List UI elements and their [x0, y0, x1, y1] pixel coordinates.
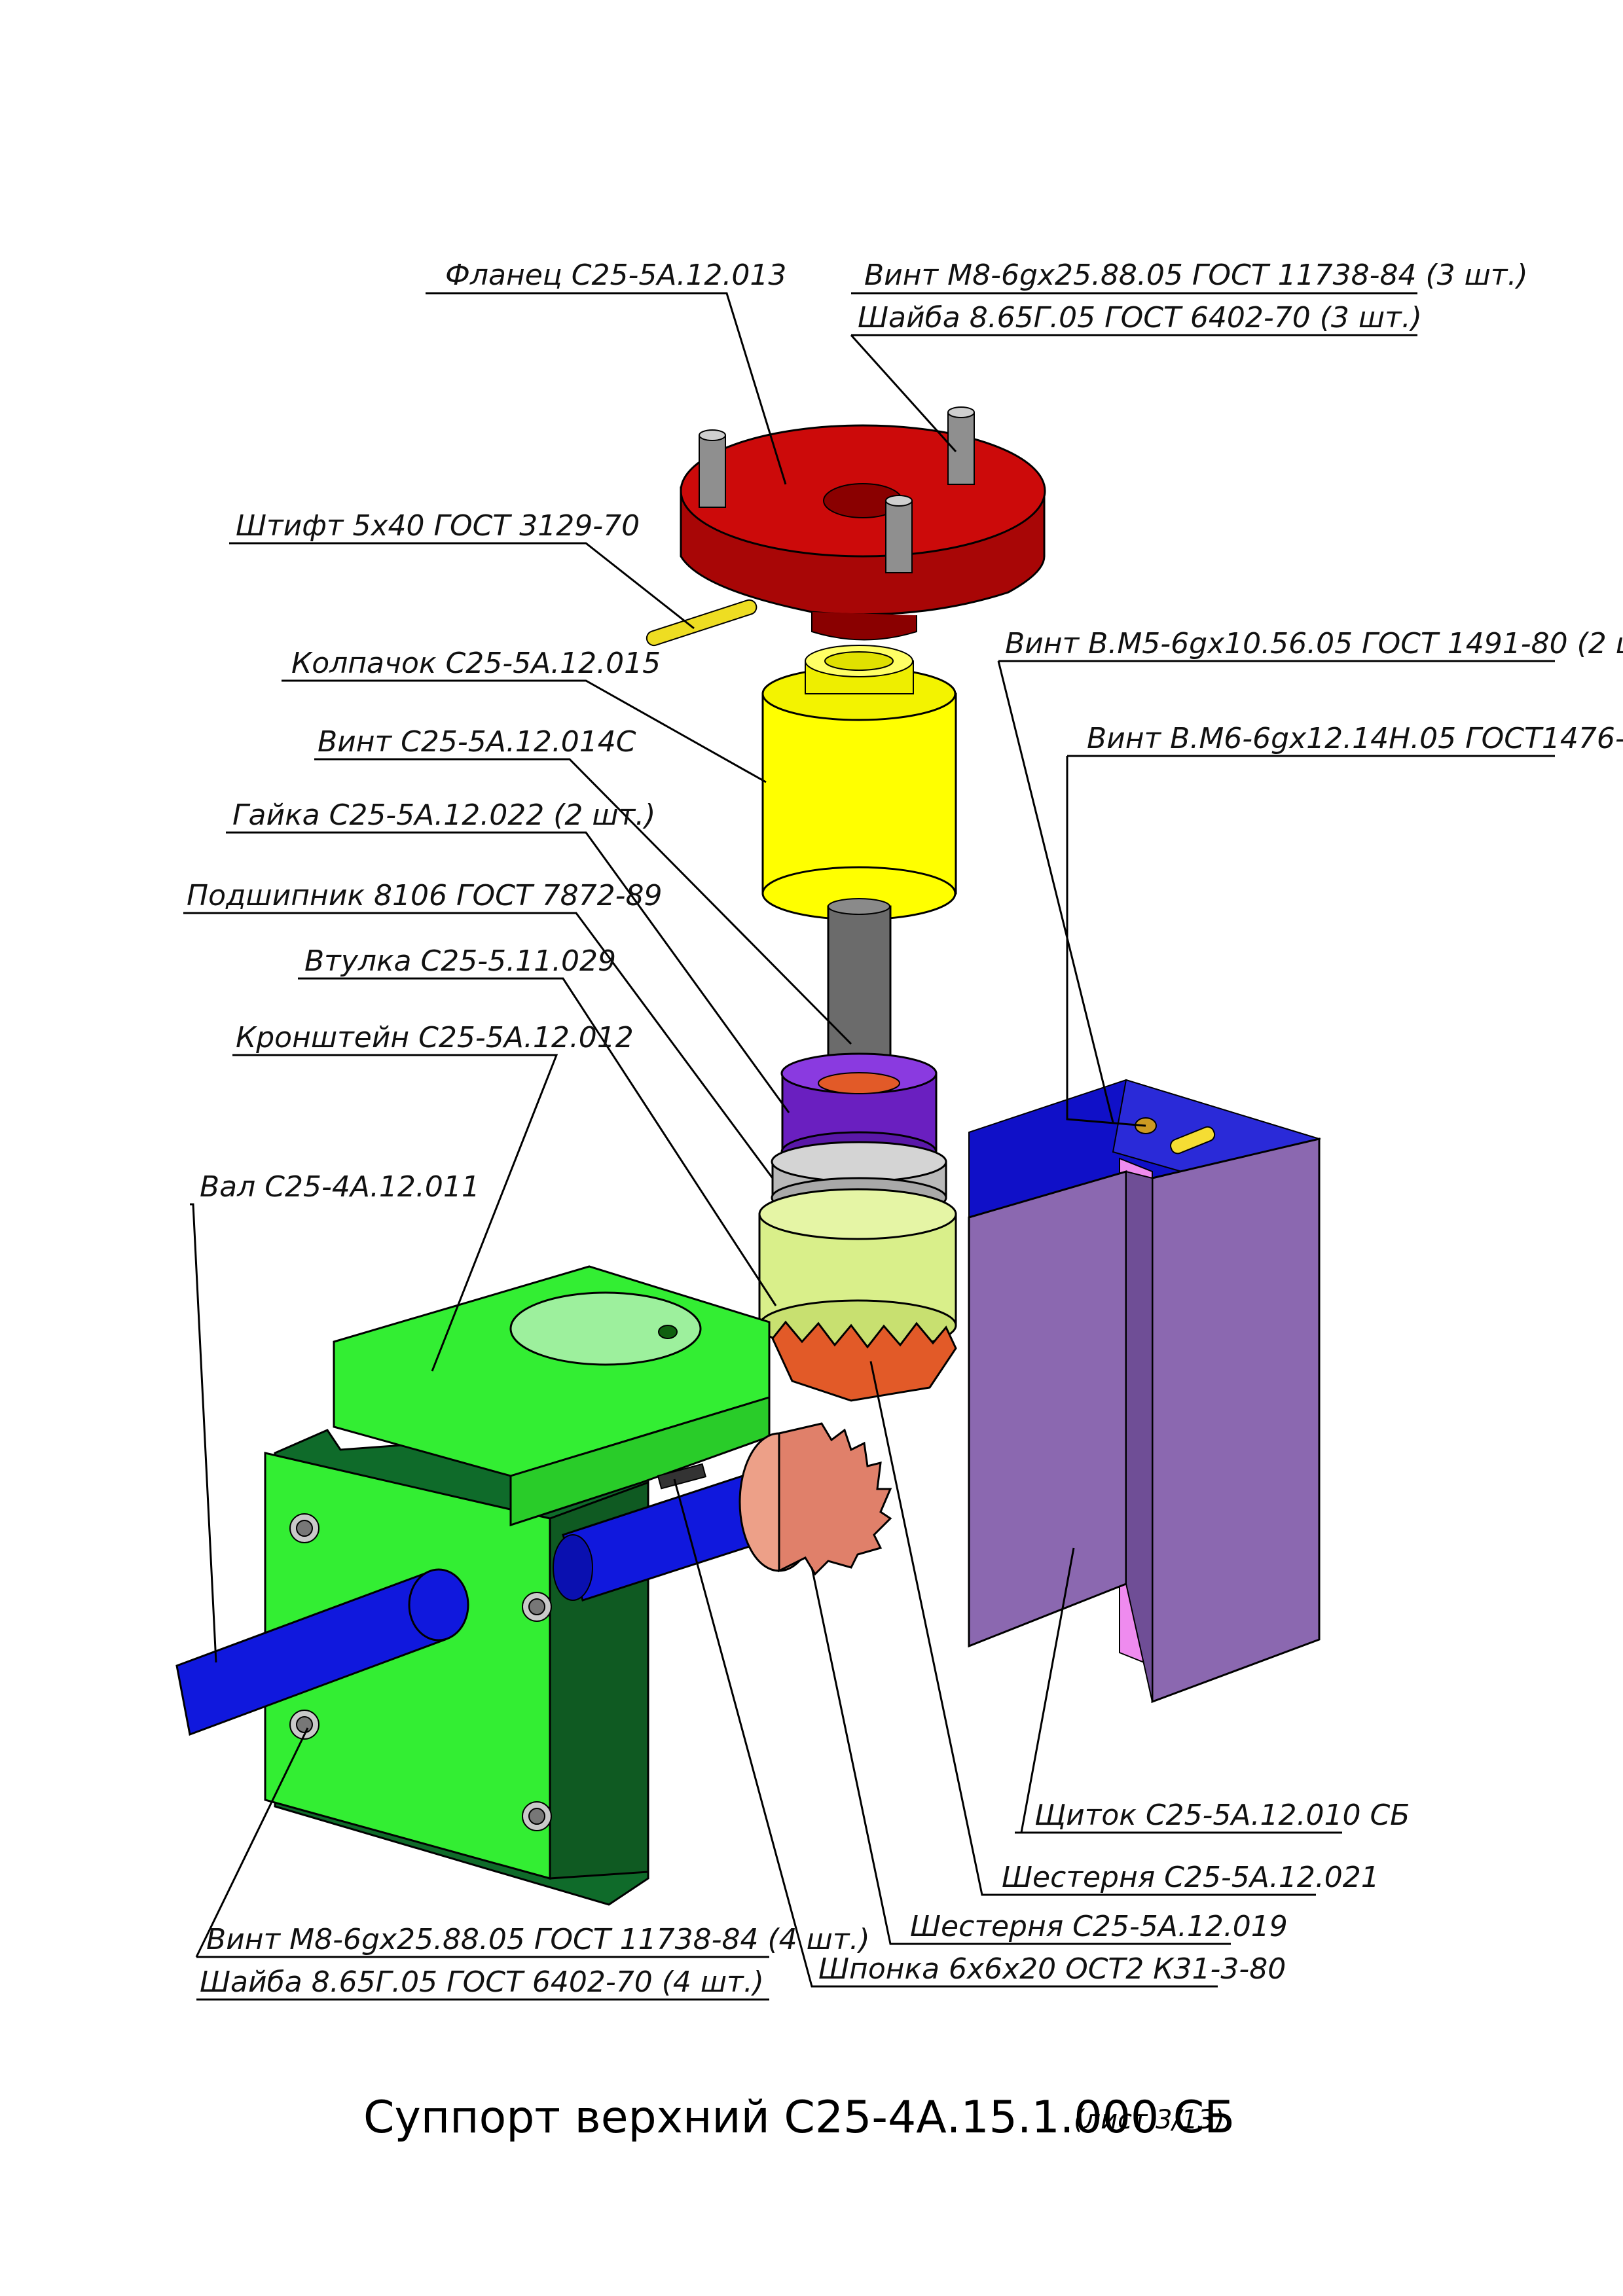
label-screw-m5: Винт В.М5-6gx10.56.05 ГОСТ 1491-80 (2 шт… [1005, 627, 1623, 660]
bushing-part [758, 1188, 957, 1352]
label-cap: Колпачок С25-5А.12.015 [291, 647, 661, 680]
horizontal-gear-part [739, 1422, 892, 1576]
label-flange: Фланец С25-5А.12.013 [445, 259, 786, 292]
label-gear-021: Шестерня С25-5А.12.021 [1002, 1861, 1379, 1894]
bracket-part [264, 1265, 771, 1906]
shield-part [968, 1079, 1322, 1704]
label-shield: Щиток С25-5А.12.010 СБ [1034, 1799, 1410, 1832]
vertical-gear-part [771, 1320, 957, 1402]
title-main: Суппорт верхний С25-4А.15.1.000 СБ [363, 2092, 1235, 2144]
label-washer-bottom: Шайба 8.65Г.05 ГОСТ 6402-70 (4 шт.) [200, 1965, 764, 1999]
label-shaft: Вал С25-4А.12.011 [200, 1170, 480, 1204]
label-screw-c25: Винт С25-5А.12.014С [318, 725, 636, 759]
pin-part [646, 599, 757, 647]
drawing-title: Суппорт верхний С25-4А.15.1.000 СБ (лист… [363, 2092, 1235, 2144]
label-gear-019: Шестерня С25-5А.12.019 [910, 1910, 1288, 1943]
label-bracket: Кронштейн С25-5А.12.012 [236, 1021, 634, 1054]
flange-part [680, 406, 1046, 641]
shield-screws [1135, 1117, 1216, 1155]
label-screw-m6: Винт В.М6-6gx12.14Н.05 ГОСТ1476-93 [1087, 722, 1623, 755]
title-sheet: (лист 3/13) [1074, 2105, 1225, 2135]
label-bearing: Подшипник 8106 ГОСТ 7872-89 [187, 879, 663, 912]
label-nut: Гайка С25-5А.12.022 (2 шт.) [232, 798, 655, 832]
leader-lines [183, 292, 1555, 2001]
label-key: Шпонка 6х6х20 ОСТ2 К31-3-80 [818, 1952, 1286, 1986]
label-pin: Штифт 5х40 ГОСТ 3129-70 [236, 509, 640, 543]
label-bushing: Втулка С25-5.11.029 [304, 944, 616, 978]
labels: Фланец С25-5А.12.013 Винт М8-6gx25.88.05… [187, 259, 1623, 1999]
label-washer-top: Шайба 8.65Г.05 ГОСТ 6402-70 (3 шт.) [858, 301, 1422, 334]
cap-part [761, 645, 957, 921]
label-screw-m8-top: Винт М8-6gx25.88.05 ГОСТ 11738-84 (3 шт.… [864, 259, 1528, 292]
shaft-part [175, 1463, 787, 1736]
label-screw-m8-bottom: Винт М8-6gx25.88.05 ГОСТ 11738-84 (4 шт.… [206, 1923, 870, 1956]
